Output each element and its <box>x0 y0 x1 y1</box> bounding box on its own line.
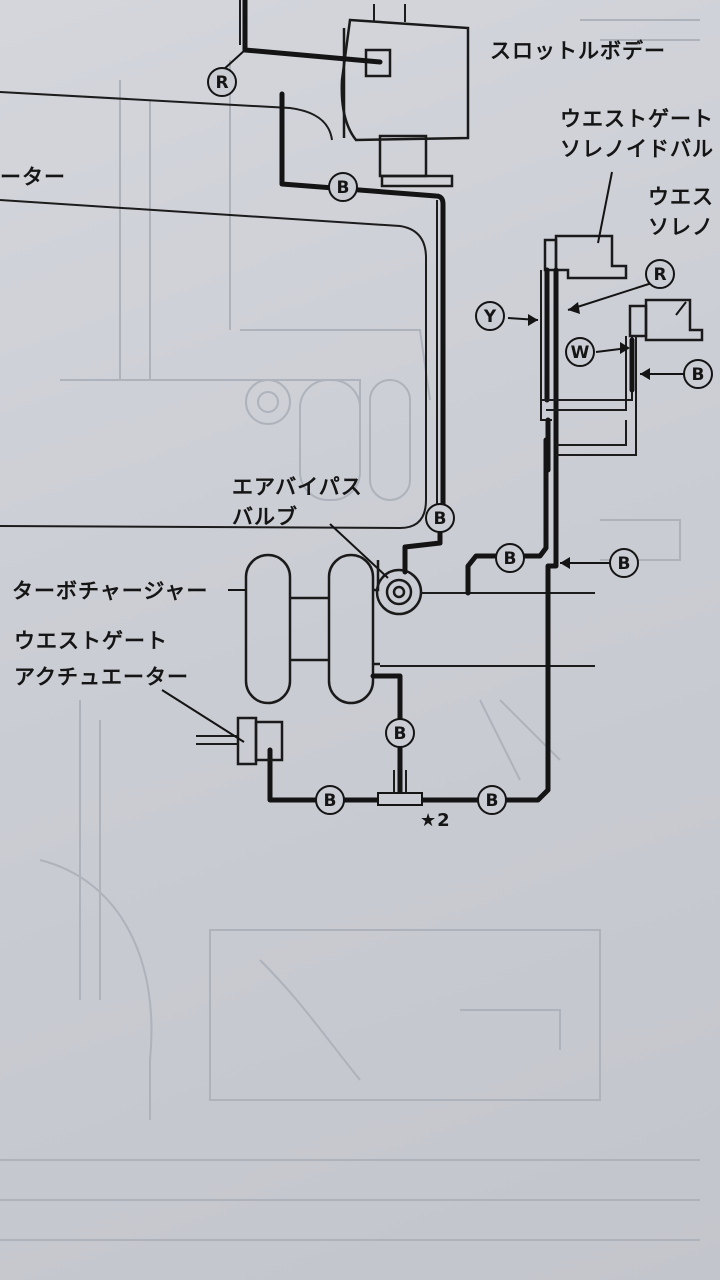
marker-b-bypass: B <box>425 503 455 533</box>
throttle-body <box>340 4 470 188</box>
marker-b-right: B <box>609 548 639 578</box>
marker-b-return: B <box>477 785 507 815</box>
svg-text:B: B <box>692 365 705 385</box>
svg-text:R: R <box>215 73 228 93</box>
label-wastegate-solenoid-2: ウエス <box>648 185 714 209</box>
wastegate-actuator <box>161 689 284 766</box>
label-wastegate-solenoid-2-b: ソレノ <box>648 215 714 239</box>
label-air-bypass-valve-b: バルブ <box>232 505 298 529</box>
svg-text:B: B <box>324 791 337 811</box>
background-ghost-lines <box>0 19 700 1241</box>
wastegate-solenoids <box>543 171 704 342</box>
marker-b-actuator: B <box>315 785 345 815</box>
svg-text:Y: Y <box>483 307 497 327</box>
hose-b-throttle <box>279 91 446 508</box>
marker-r-solenoid: R <box>645 259 675 289</box>
label-intercooler-partial: ーター <box>0 165 66 189</box>
marker-b-intake: B <box>495 543 525 573</box>
marker-r-top: R <box>207 67 237 97</box>
svg-text:R: R <box>653 265 666 285</box>
marker-b-solenoid2: B <box>683 359 713 389</box>
intercooler-outline <box>0 91 427 530</box>
marker-y-solenoid: Y <box>475 301 505 331</box>
air-bypass-valve <box>329 523 443 616</box>
svg-text:B: B <box>504 549 517 569</box>
marker-w-solenoid: W <box>565 337 595 367</box>
label-tee-note: ★2 <box>420 810 451 831</box>
hose-b-intake <box>465 437 610 596</box>
hose-r-top <box>222 0 383 71</box>
label-air-bypass-valve: エアバイパス <box>232 475 363 499</box>
label-wastegate-solenoid-1: ウエストゲート <box>560 107 714 131</box>
label-wastegate-actuator: ウエストゲート <box>14 629 168 653</box>
hose-markers: R B Y R W B B B <box>207 67 713 815</box>
arrowheads <box>528 302 650 569</box>
label-turbocharger: ターボチャージャー <box>12 579 208 603</box>
svg-text:W: W <box>571 343 590 363</box>
label-wastegate-solenoid-1-b: ソレノイドバル <box>560 137 714 161</box>
marker-b-throttle: B <box>328 172 358 202</box>
svg-text:B: B <box>394 724 407 744</box>
svg-text:B: B <box>618 554 631 574</box>
turbocharger <box>228 553 380 705</box>
marker-b-turbo-down: B <box>385 718 415 748</box>
labels: スロットルボデー ウエストゲート ソレノイドバル ウエス ソレノ ーター エアバ… <box>0 39 714 831</box>
intake-pipe <box>380 592 595 667</box>
svg-text:B: B <box>486 791 499 811</box>
svg-text:B: B <box>434 509 447 529</box>
label-wastegate-actuator-b: アクチュエーター <box>14 665 189 689</box>
label-throttle-body: スロットルボデー <box>490 39 666 63</box>
svg-text:B: B <box>337 178 350 198</box>
